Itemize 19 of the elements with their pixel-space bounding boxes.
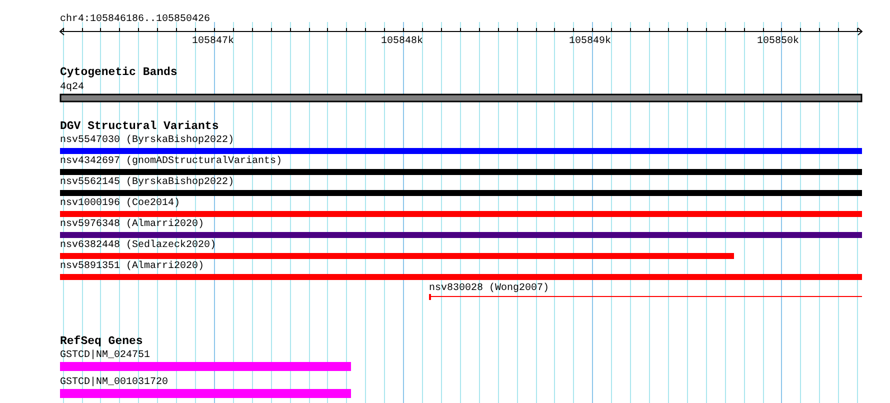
tick-label: 105850k (757, 36, 800, 47)
feature-label: nsv1000196 (Coe2014) (60, 198, 180, 209)
feature-label: 4q24 (60, 82, 84, 93)
feature-label: nsv830028 (Wong2007) (429, 283, 550, 294)
feature-label: nsv5562145 (ByrskaBishop2022) (60, 177, 234, 188)
feature-label: GSTCD|NM_001031720 (60, 377, 168, 388)
track-title: DGV Structural Variants (60, 121, 219, 133)
feature-label: nsv4342697 (gnomADStructuralVariants) (60, 156, 282, 167)
track-title: RefSeq Genes (60, 336, 143, 348)
tick-label: 105847k (192, 36, 234, 47)
tick-label: 105848k (381, 36, 424, 47)
feature-label: GSTCD|NM_024751 (60, 350, 150, 361)
feature-label: nsv5976348 (Almarri2020) (60, 219, 204, 230)
feature-label: nsv5891351 (Almarri2020) (60, 261, 204, 272)
feature-label: nsv5547030 (ByrskaBishop2022) (60, 135, 234, 146)
feature-label: nsv6382448 (Sedlazeck2020) (60, 240, 216, 251)
track-title: Cytogenetic Bands (60, 67, 178, 79)
tick-label: 105849k (569, 36, 612, 47)
position-label: chr4:105846186..105850426 (60, 14, 210, 25)
